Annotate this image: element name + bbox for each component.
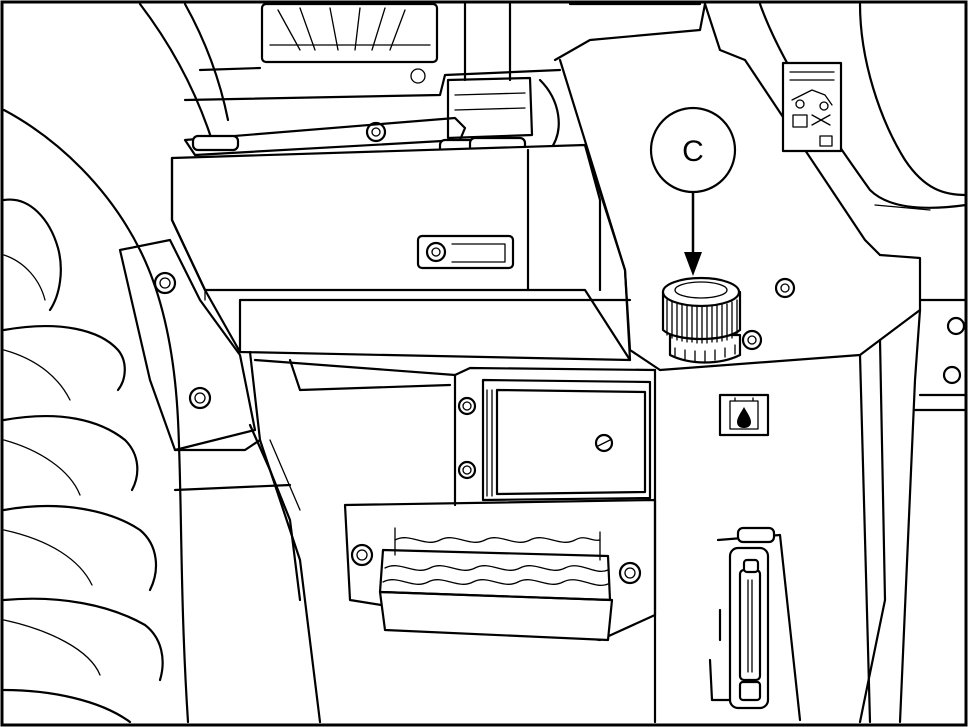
side-bracket <box>118 238 302 602</box>
callout-label: C <box>682 135 704 168</box>
right-structure <box>758 2 968 412</box>
step-tread <box>378 527 614 642</box>
callout-c: C <box>649 106 737 276</box>
access-door <box>457 378 652 502</box>
tire <box>2 108 190 724</box>
fluid-reservoir-icon <box>718 393 770 437</box>
dash-top <box>183 2 707 152</box>
reservoir-housing <box>558 2 922 724</box>
fluid-level-sight-gauge <box>708 526 802 722</box>
fill-cap <box>661 276 742 364</box>
step-plate <box>343 498 657 642</box>
safety-decal-icon <box>781 61 843 153</box>
fender-edge <box>138 2 217 152</box>
storage-compartment <box>170 143 632 362</box>
callout-arrowhead <box>684 252 702 276</box>
fender-inner-edge <box>183 2 230 122</box>
